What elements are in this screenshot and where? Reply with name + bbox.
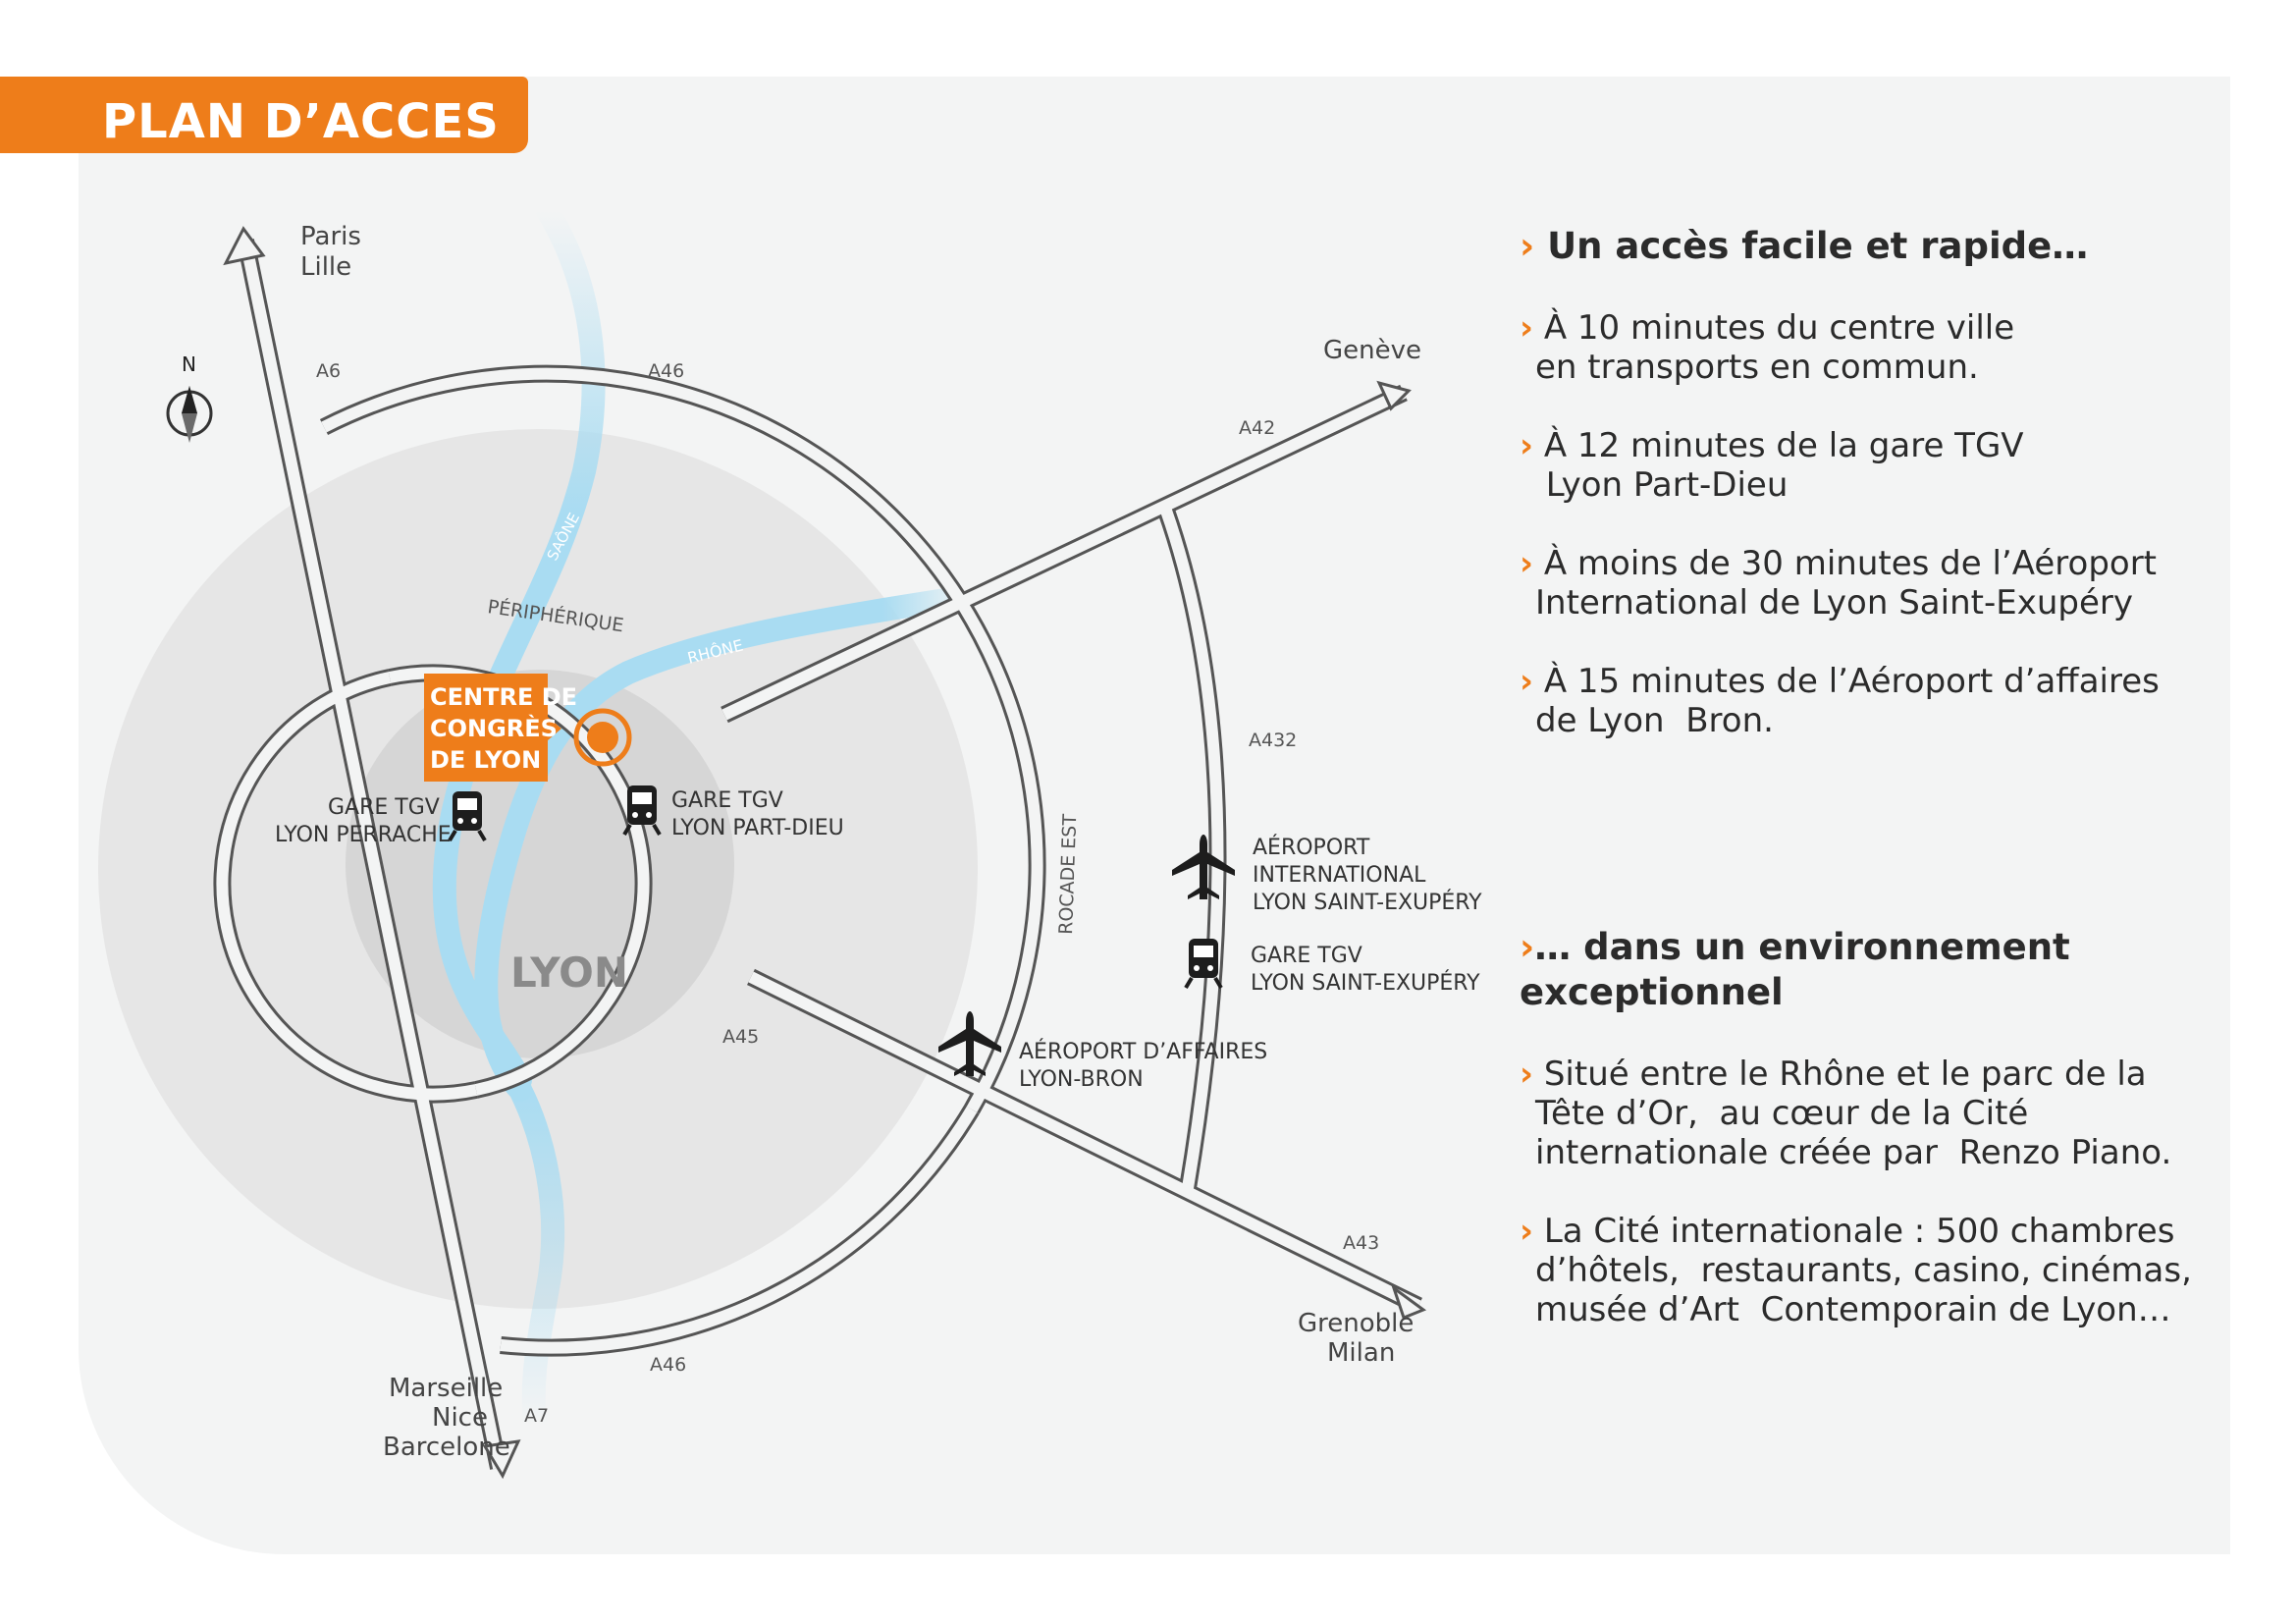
poi-bron-1: AÉROPORT D’AFFAIRES (1019, 1039, 1267, 1064)
arrow-north (223, 226, 266, 266)
road-a45: A45 (722, 1026, 759, 1048)
road-a46-north: A46 (648, 360, 684, 382)
page-title: PLAN D’ACCES (102, 94, 500, 149)
train-icon (448, 791, 487, 842)
venue-line-3: DE LYON (430, 746, 541, 774)
dest-geneve: Genève (1323, 336, 1421, 365)
road-a43: A43 (1343, 1232, 1379, 1254)
poi-perrache-2: LYON PERRACHE (275, 823, 452, 847)
dest-grenoble: Grenoble (1298, 1309, 1414, 1338)
road-a7: A7 (524, 1405, 549, 1427)
dest-barcelone: Barcelone (383, 1433, 510, 1462)
venue-line-1: CENTRE DE (430, 683, 577, 711)
arrow-southeast (1391, 1284, 1427, 1320)
arrow-northeast (1376, 380, 1412, 411)
road-network (213, 226, 1427, 1480)
poi-bron-2: LYON-BRON (1019, 1067, 1144, 1092)
road-a6: A6 (316, 360, 341, 382)
river-south (508, 1078, 565, 1435)
list-item: › Situé entre le Rhône et le parc de la … (1520, 1055, 2172, 1172)
list-item: › À 12 minutes de la gare TGV Lyon Part-… (1520, 426, 2024, 505)
list-item: › La Cité internationale : 500 chambres … (1520, 1212, 2192, 1329)
list-item: › À 10 minutes du centre ville en transp… (1520, 308, 2015, 387)
road-a432: A432 (1249, 730, 1297, 751)
heading-environment: ›… dans un environnement exceptionnel (1520, 926, 2070, 1013)
poi-gare-stex-1: GARE TGV (1251, 944, 1362, 968)
dest-nice: Nice (432, 1403, 488, 1433)
city-label-lyon: LYON (510, 948, 628, 997)
venue-line-2: CONGRÈS (430, 714, 558, 742)
train-icon (1184, 939, 1223, 990)
heading-access: › Un accès facile et rapide… (1520, 225, 2089, 267)
road-a42: A42 (1239, 417, 1275, 439)
dest-marseille: Marseille (389, 1374, 503, 1403)
arrow-south (482, 1439, 521, 1480)
venue-callout: CENTRE DE CONGRÈS DE LYON (424, 674, 577, 782)
poi-partdieu-2: LYON PART-DIEU (671, 816, 844, 840)
poi-aeroport-intl-3: LYON SAINT-EXUPÉRY (1253, 890, 1482, 915)
dest-milan: Milan (1327, 1338, 1395, 1368)
poi-aeroport-intl-2: INTERNATIONAL (1253, 863, 1426, 888)
dest-lille: Lille (300, 252, 351, 282)
compass-label: N (182, 352, 196, 376)
road-rocade-est: ROCADE EST (1055, 813, 1081, 935)
road-a46-south: A46 (650, 1354, 686, 1376)
dest-paris: Paris (300, 222, 361, 251)
venue-location-icon (573, 708, 632, 767)
poi-partdieu-1: GARE TGV (671, 788, 783, 813)
airplane-icon (1172, 835, 1235, 899)
list-item: › À 15 minutes de l’Aéroport d’affaires … (1520, 662, 2160, 740)
poi-perrache-1: GARE TGV (328, 795, 440, 820)
airplane-icon (938, 1011, 1001, 1076)
poi-gare-stex-2: LYON SAINT-EXUPÉRY (1251, 970, 1480, 996)
train-icon (622, 785, 662, 837)
list-item: › À moins de 30 minutes de l’Aéroport In… (1520, 544, 2158, 623)
poi-aeroport-intl-1: AÉROPORT (1253, 835, 1370, 860)
compass-icon (166, 386, 213, 443)
header-tab (0, 77, 528, 153)
